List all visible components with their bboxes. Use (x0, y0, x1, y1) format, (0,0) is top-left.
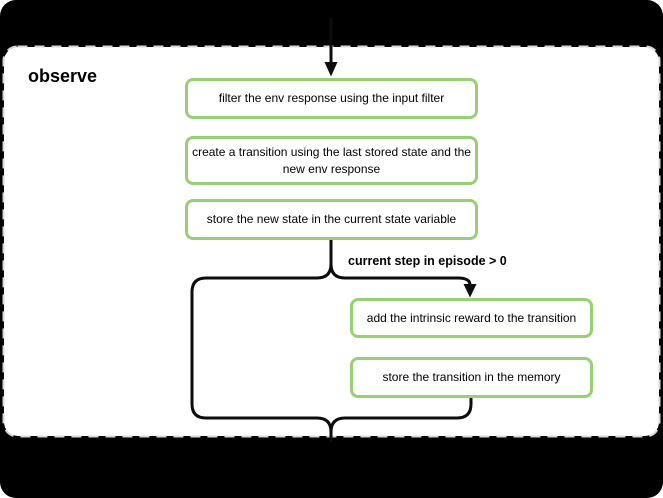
connector-branch-true (329, 240, 472, 287)
node-store-transition-memory: store the transition in the memory (350, 357, 593, 398)
node-create-transition: create a transition using the last store… (185, 136, 478, 185)
node-store-new-state: store the new state in the current state… (185, 199, 478, 240)
connector-merge (329, 395, 473, 442)
node-filter-env-response: filter the env response using the input … (185, 78, 478, 119)
group-title: observe (28, 66, 98, 86)
arrowhead-branch-true (463, 284, 477, 298)
node-add-intrinsic-reward: add the intrinsic reward to the transiti… (350, 298, 593, 338)
branch-condition-label: current step in episode > 0 (348, 254, 507, 268)
connector-bypass (190, 240, 333, 442)
arrowhead-entry (324, 62, 338, 77)
